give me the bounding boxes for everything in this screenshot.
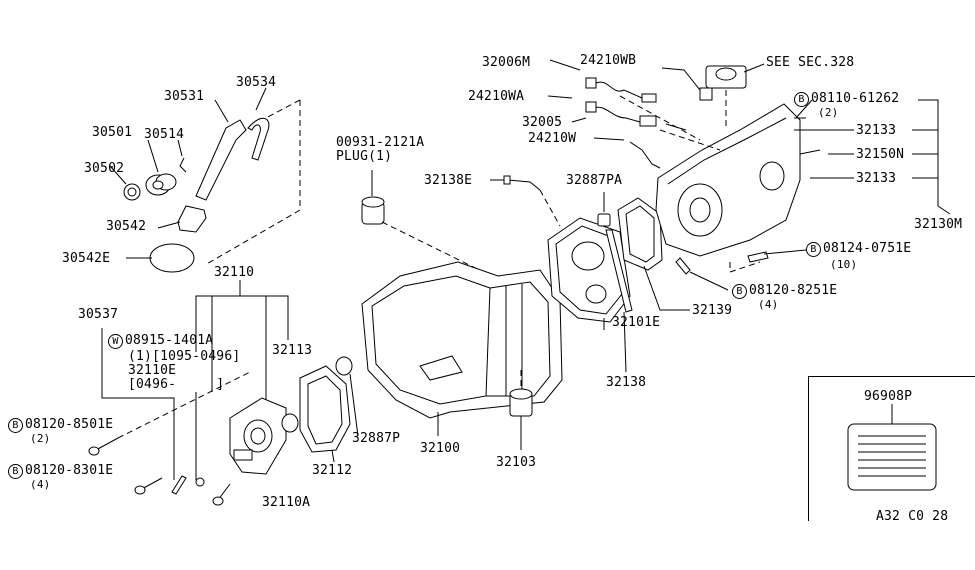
transmission-case-32100 [361, 261, 563, 419]
callout-32103: 32103 [496, 455, 537, 470]
callout-32100: 32100 [420, 441, 461, 456]
callout-32101E: 32101E [612, 315, 661, 330]
boot-30542 [177, 205, 207, 233]
part-number: 08110-61262 [811, 91, 900, 106]
part-number: 08124-0751E [823, 241, 912, 256]
bolt-08120-8301E [134, 477, 163, 495]
callout-30531: 30531 [164, 89, 205, 104]
callout-30537: 30537 [78, 307, 119, 322]
callout-32887P: 32887P [352, 431, 401, 446]
callout-32110: 32110 [214, 265, 255, 280]
bolt-mark-icon: B [806, 242, 821, 257]
see-section-note: SEE SEC.328 [766, 55, 855, 70]
callout-32110E: 32110E [128, 363, 177, 378]
callout-32113: 32113 [272, 343, 313, 358]
callout-32887PA: 32887PA [566, 173, 623, 188]
pin-32110E [171, 475, 187, 495]
part-number: 08120-8251E [749, 283, 838, 298]
clip-30514 [179, 157, 187, 173]
magnet-32103 [509, 388, 533, 417]
callout-32133-lower: 32133 [856, 171, 897, 186]
callout-24210W: 24210W [528, 131, 577, 146]
callout-24210WA: 24210WA [468, 89, 525, 104]
sensor-32005 [585, 101, 657, 127]
callout-32139: 32139 [692, 303, 733, 318]
plug-00931-2121A [361, 196, 385, 225]
ring-30542E [149, 243, 195, 273]
bolt-08120-8501E [88, 437, 119, 456]
callout-30542: 30542 [106, 219, 147, 234]
callout-00931-2121A: 00931-2121A [336, 135, 425, 150]
bolt-mark-icon: B [794, 92, 809, 107]
part-number: 08120-8301E [25, 463, 114, 478]
callout-32005: 32005 [522, 115, 563, 130]
pipe-32138E [507, 179, 541, 191]
bush-32887P [335, 356, 353, 376]
qty-08120-8301E: (4) [30, 478, 51, 491]
qty-08120-8501E: (2) [30, 432, 51, 445]
callout-32138: 32138 [606, 375, 647, 390]
rear-housing-32130M [655, 65, 801, 257]
bolt-mark-icon: B [732, 284, 747, 299]
qty-08110-61262: (2) [818, 106, 839, 119]
bearing-30501 [145, 173, 177, 196]
sensor-32006M [585, 77, 657, 103]
qty-08124-0751E: (10) [830, 258, 858, 271]
qty-08915-1401A: (1)[1095-0496] [128, 349, 241, 364]
callout-30502: 30502 [84, 161, 125, 176]
callout-plug: PLUG(1) [336, 149, 393, 164]
wire-24210W [629, 141, 661, 169]
callout-30514: 30514 [144, 127, 185, 142]
bolt-mark-icon: B [8, 418, 23, 433]
fork-30531 [195, 119, 247, 201]
callout-30501: 30501 [92, 125, 133, 140]
part-number: 08915-1401A [125, 333, 214, 348]
callout-32110A: 32110A [262, 495, 311, 510]
extension-housing-32110 [229, 397, 299, 475]
callout-24210WB: 24210WB [580, 53, 637, 68]
callout-96908P: 96908P [864, 389, 913, 404]
callout-32150N: 32150N [856, 147, 905, 162]
rod-30534 [247, 117, 270, 161]
callout-32133-upper: 32133 [856, 123, 897, 138]
diagram-code: A32 C0 28 [876, 509, 949, 524]
callout-30534: 30534 [236, 75, 277, 90]
bolt-32110A [212, 483, 231, 506]
qty-08120-8251E: (4) [758, 298, 779, 311]
callout-32006M: 32006M [482, 55, 531, 70]
callout-32138E: 32138E [424, 173, 473, 188]
washer-mark-icon: W [108, 334, 123, 349]
callout-32130M: 32130M [914, 217, 963, 232]
bolt-mark-icon: B [8, 464, 23, 479]
bush-32887PA [597, 213, 611, 227]
inset-frame [808, 376, 975, 521]
callout-32112: 32112 [312, 463, 353, 478]
date-32110E: [0496- ] [128, 377, 225, 392]
callout-30542E: 30542E [62, 251, 111, 266]
part-number: 08120-8501E [25, 417, 114, 432]
rod-32138 [605, 229, 633, 313]
